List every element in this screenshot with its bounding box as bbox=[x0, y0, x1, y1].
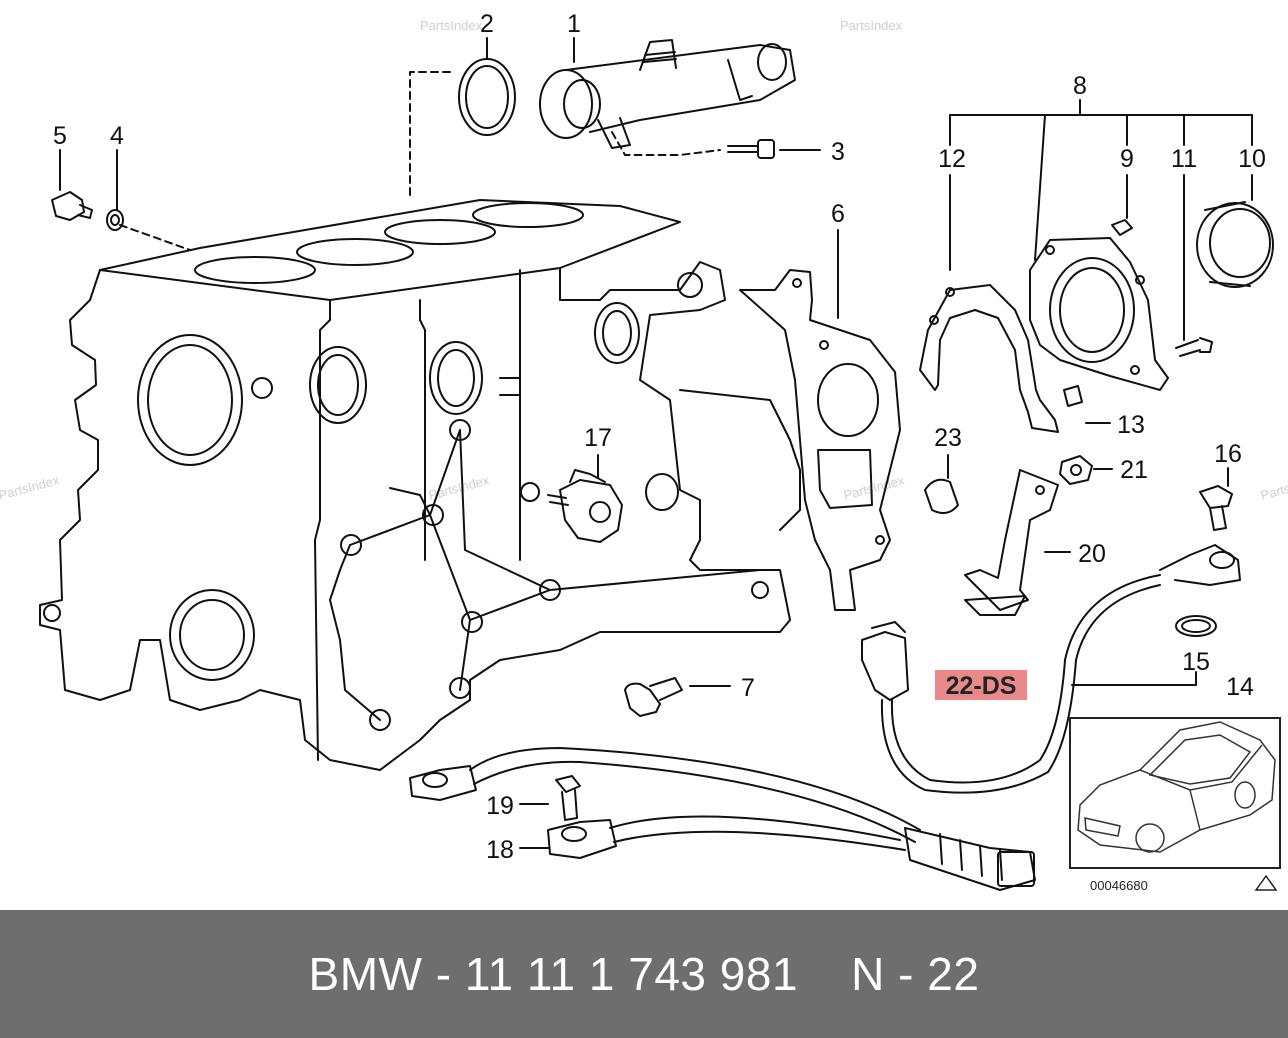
part-4-washer bbox=[106, 209, 124, 231]
callout-2: 2 bbox=[480, 10, 494, 38]
watermark: PartsIndex bbox=[842, 472, 906, 503]
watermark: PartsIndex bbox=[420, 18, 483, 33]
part-9-cover bbox=[1029, 237, 1169, 391]
part-20-bracket bbox=[964, 469, 1059, 616]
callout-14: 14 bbox=[1226, 673, 1254, 701]
watermark: PartsIndex bbox=[1259, 472, 1288, 503]
part-14-sensor-cable bbox=[861, 544, 1241, 794]
part-16-bolt bbox=[1199, 485, 1233, 531]
part-1-coolant-pipe bbox=[539, 39, 796, 149]
part-5-plug bbox=[51, 191, 93, 221]
highlight-box bbox=[935, 670, 1027, 700]
watermarks: PartsIndex PartsIndex PartsIndex PartsIn… bbox=[0, 18, 1288, 503]
callout-7: 7 bbox=[741, 674, 755, 702]
part-15-o-ring bbox=[1175, 615, 1217, 637]
diagram-svg: PartsIndex PartsIndex PartsIndex PartsIn… bbox=[0, 10, 1288, 893]
callout-15: 15 bbox=[1182, 648, 1210, 676]
knock-sensor-harness bbox=[409, 747, 1036, 891]
callout-5: 5 bbox=[53, 122, 67, 150]
highlighted-part: 22-DS bbox=[935, 670, 1027, 700]
part-12-gasket bbox=[919, 284, 1059, 433]
callout-17: 17 bbox=[584, 424, 612, 452]
part-3-bolt bbox=[727, 139, 775, 159]
leader-line bbox=[119, 224, 191, 251]
callout-numbers: 1 2 3 4 5 6 7 8 9 10 11 12 13 14 15 16 1… bbox=[53, 10, 1266, 864]
callout-1: 1 bbox=[567, 10, 581, 38]
callout-6: 6 bbox=[831, 200, 845, 228]
bolt-small bbox=[1111, 219, 1213, 357]
part-7-bolt bbox=[624, 677, 683, 717]
watermark: PartsIndex bbox=[840, 18, 903, 33]
watermark: PartsIndex bbox=[0, 472, 61, 503]
part-17-sensor bbox=[547, 469, 623, 543]
warning-triangle-icon bbox=[1254, 874, 1278, 891]
footer-bar: BMW - 11 11 1 743 981 N - 22 bbox=[0, 910, 1288, 1038]
leader-line bbox=[611, 131, 721, 156]
parts-diagram: PartsIndex PartsIndex PartsIndex PartsIn… bbox=[0, 10, 1288, 893]
part-23-plug bbox=[924, 478, 959, 515]
callout-11: 11 bbox=[1171, 145, 1197, 173]
callout-20: 20 bbox=[1078, 540, 1106, 568]
callout-19: 19 bbox=[486, 792, 514, 820]
inset-car: 00046680 bbox=[1069, 717, 1281, 893]
callout-18: 18 bbox=[486, 836, 514, 864]
callout-23: 23 bbox=[934, 424, 962, 452]
callout-10: 10 bbox=[1238, 145, 1266, 173]
part-2-seal-ring bbox=[458, 58, 516, 136]
part-10-shaft-seal bbox=[1196, 201, 1274, 288]
callout-16: 16 bbox=[1214, 440, 1242, 468]
callout-8: 8 bbox=[1073, 72, 1087, 100]
callout-9: 9 bbox=[1120, 145, 1134, 173]
highlight-label: 22-DS bbox=[946, 672, 1017, 700]
engine-block bbox=[39, 199, 801, 771]
callout-12: 12 bbox=[938, 145, 966, 173]
callout-3: 3 bbox=[831, 138, 845, 166]
part-19-bolt bbox=[555, 775, 581, 821]
part-13-dowel bbox=[1063, 385, 1083, 407]
callout-13: 13 bbox=[1117, 411, 1145, 439]
part-number-title: BMW - 11 11 1 743 981 N - 22 bbox=[308, 948, 980, 1000]
diagram-code: 00046680 bbox=[1090, 878, 1148, 893]
leader-line bbox=[409, 71, 451, 196]
part-21-nut bbox=[1059, 455, 1093, 485]
callout-21: 21 bbox=[1120, 456, 1148, 484]
callout-4: 4 bbox=[110, 122, 124, 150]
part-6-gasket bbox=[739, 269, 901, 611]
callout-leaders bbox=[59, 37, 1253, 849]
